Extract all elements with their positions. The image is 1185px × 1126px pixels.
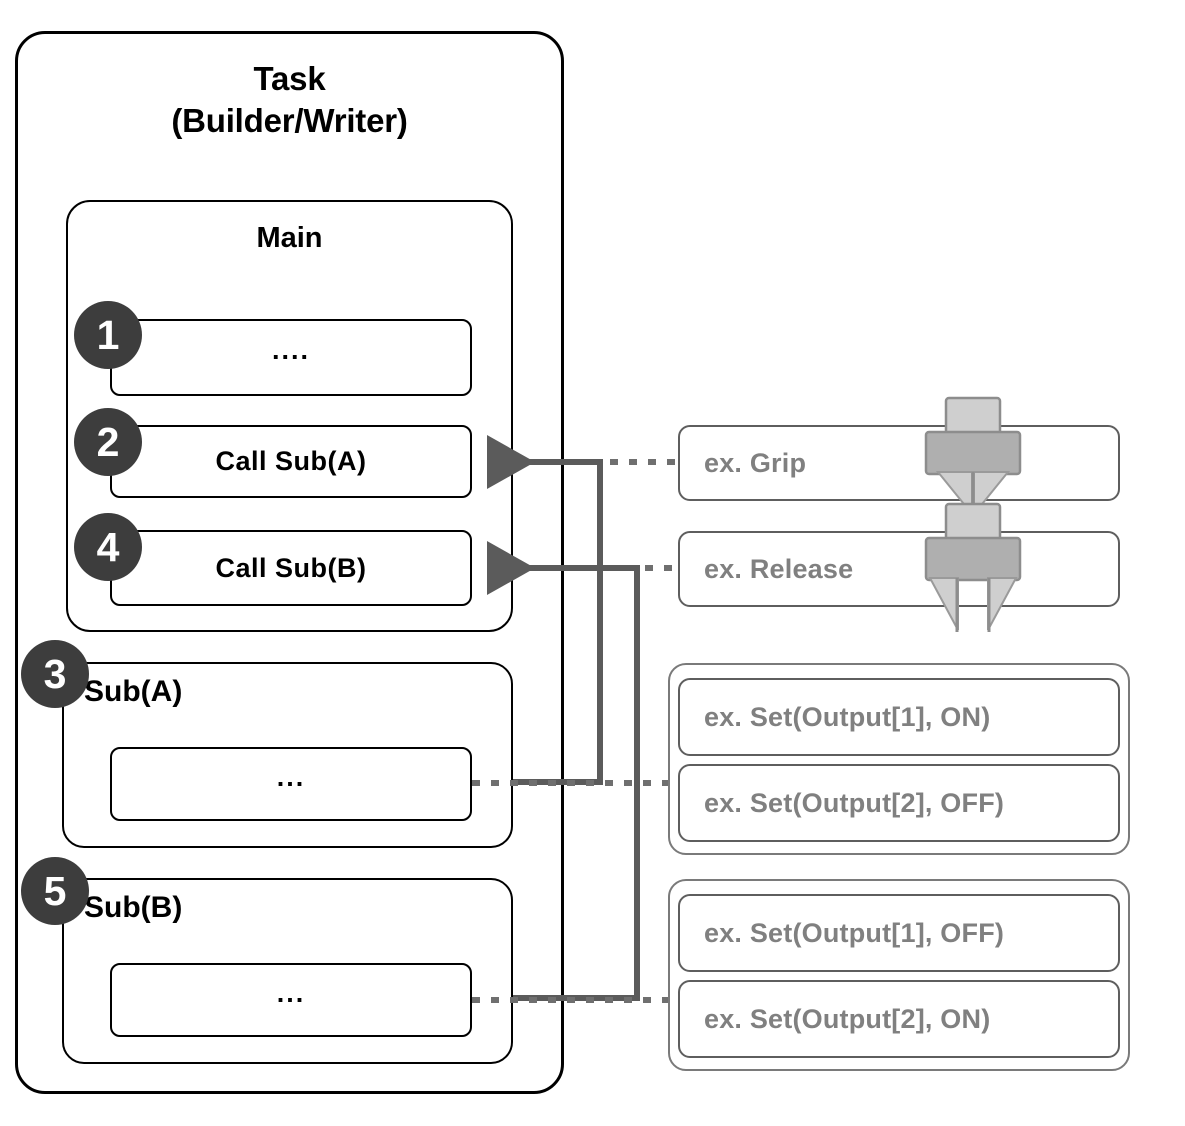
main-title: Main [256, 222, 323, 254]
main-step-label-1: .... [271, 335, 310, 365]
example-output-box-1b[interactable]: ex. Set(Output[2], OFF) [678, 764, 1120, 842]
example-output-box-2b[interactable]: ex. Set(Output[2], ON) [678, 980, 1120, 1058]
step-badge-5: 5 [21, 857, 89, 925]
sub-a-body-label: ... [276, 761, 306, 792]
example-grip-label: ex. Grip [704, 447, 807, 478]
example-output-label-1a: ex. Set(Output[1], ON) [704, 701, 991, 732]
main-step-box-call-sub-b[interactable]: Call Sub(B) [110, 530, 472, 606]
sub-b-title: Sub(B) [84, 891, 183, 924]
task-title-line2: (Builder/Writer) [171, 102, 408, 140]
example-release-label: ex. Release [704, 553, 854, 584]
sub-a-title: Sub(A) [84, 675, 183, 708]
example-output-label-2b: ex. Set(Output[2], ON) [704, 1003, 991, 1034]
step-badge-2: 2 [74, 408, 142, 476]
sub-b-body-box[interactable]: ... [110, 963, 472, 1037]
main-step-box-call-sub-a[interactable]: Call Sub(A) [110, 425, 472, 498]
gripper-open-icon [908, 502, 1038, 642]
main-step-box-1[interactable]: .... [110, 319, 472, 396]
example-output-label-1b: ex. Set(Output[2], OFF) [704, 787, 1005, 818]
task-title: Task (Builder/Writer) [15, 58, 564, 142]
main-step-label-2: Call Sub(A) [215, 446, 367, 476]
step-badge-1: 1 [74, 301, 142, 369]
sub-b-body-label: ... [276, 977, 306, 1008]
example-output-box-1a[interactable]: ex. Set(Output[1], ON) [678, 678, 1120, 756]
example-output-label-2a: ex. Set(Output[1], OFF) [704, 917, 1005, 948]
step-badge-4: 4 [74, 513, 142, 581]
gripper-closed-icon [908, 396, 1038, 526]
sub-a-body-box[interactable]: ... [110, 747, 472, 821]
example-release-box[interactable]: ex. Release [678, 531, 1120, 607]
task-title-line1: Task [253, 60, 326, 97]
example-grip-box[interactable]: ex. Grip [678, 425, 1120, 501]
step-badge-3: 3 [21, 640, 89, 708]
main-step-label-4: Call Sub(B) [215, 552, 367, 583]
example-output-box-2a[interactable]: ex. Set(Output[1], OFF) [678, 894, 1120, 972]
